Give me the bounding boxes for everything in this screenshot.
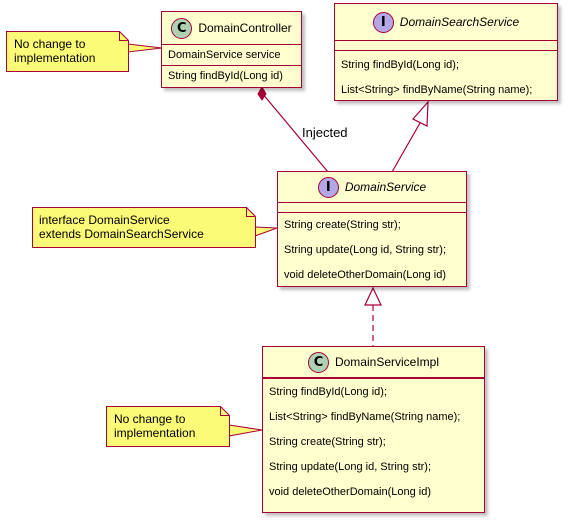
method: String findById(Long id); <box>269 386 388 398</box>
method: List<String> findByName(String name); <box>341 84 533 96</box>
extends-arrowhead <box>412 100 429 127</box>
fields-section: DomainService service <box>162 45 301 65</box>
method: String update(Long id, String str); <box>269 461 432 473</box>
method: String create(String str); <box>269 436 386 448</box>
domain-controller-class[interactable]: C DomainController DomainService service… <box>161 11 302 88</box>
domain-service-interface[interactable]: I DomainService String create(String str… <box>277 171 467 287</box>
method: String findById(Long id) <box>168 70 283 82</box>
method: String update(Long id, String str); <box>284 244 447 256</box>
note-line: implementation <box>14 51 96 65</box>
controller-note: No change to implementation <box>6 31 129 72</box>
domain-search-service-interface[interactable]: I DomainSearchService String findById(Lo… <box>334 3 558 101</box>
service-note: interface DomainService extends DomainSe… <box>32 207 256 248</box>
interface-header: I DomainSearchService <box>335 4 557 41</box>
method: String findById(Long id); <box>341 59 460 71</box>
note-shape <box>32 207 256 248</box>
class-name: DomainController <box>198 21 292 35</box>
composition-diamond <box>257 85 267 101</box>
note-shape <box>6 31 129 72</box>
fields-section <box>335 41 557 50</box>
controller-note-connector <box>127 43 163 53</box>
class-stereotype-icon: C <box>171 17 193 39</box>
method: List<String> findByName(String name); <box>269 411 461 423</box>
service-note-connector <box>254 226 278 237</box>
class-name: DomainServiceImpl <box>334 355 440 369</box>
class-header: C DomainController <box>162 12 301 45</box>
methods-section: String findById(Long id); List<String> f… <box>335 50 557 106</box>
implements-arrowhead <box>364 286 382 306</box>
injected-label: Injected <box>302 125 348 140</box>
interface-header: I DomainService <box>278 172 466 203</box>
note-line: extends DomainSearchService <box>39 227 204 241</box>
injected-composition-line <box>261 92 329 173</box>
note-line: implementation <box>114 426 196 440</box>
note-line: No change to <box>114 412 186 426</box>
note-shape <box>106 406 230 447</box>
field: DomainService service <box>168 49 281 61</box>
methods-section: String findById(Long id) <box>162 65 301 86</box>
impl-note-connector <box>228 424 263 437</box>
class-header: C DomainServiceImpl <box>263 347 484 378</box>
method: void deleteOtherDomain(Long id) <box>284 269 447 281</box>
fields-section <box>278 203 466 212</box>
method: String create(String str); <box>284 219 401 231</box>
note-line: No change to <box>14 37 86 51</box>
method: void deleteOtherDomain(Long id) <box>269 486 432 498</box>
interface-stereotype-icon: I <box>317 176 339 198</box>
note-line: interface DomainService <box>39 213 170 227</box>
extends-line <box>391 122 421 173</box>
class-stereotype-icon: C <box>307 351 329 373</box>
interface-name: DomainSearchService <box>399 15 520 29</box>
interface-stereotype-icon: I <box>372 11 394 33</box>
domain-service-impl-class[interactable]: C DomainServiceImpl String findById(Long… <box>262 346 485 513</box>
impl-note: No change to implementation <box>106 406 230 447</box>
methods-section: String findById(Long id); List<String> f… <box>263 378 484 508</box>
methods-section: String create(String str); String update… <box>278 212 466 291</box>
interface-name: DomainService <box>344 180 427 194</box>
